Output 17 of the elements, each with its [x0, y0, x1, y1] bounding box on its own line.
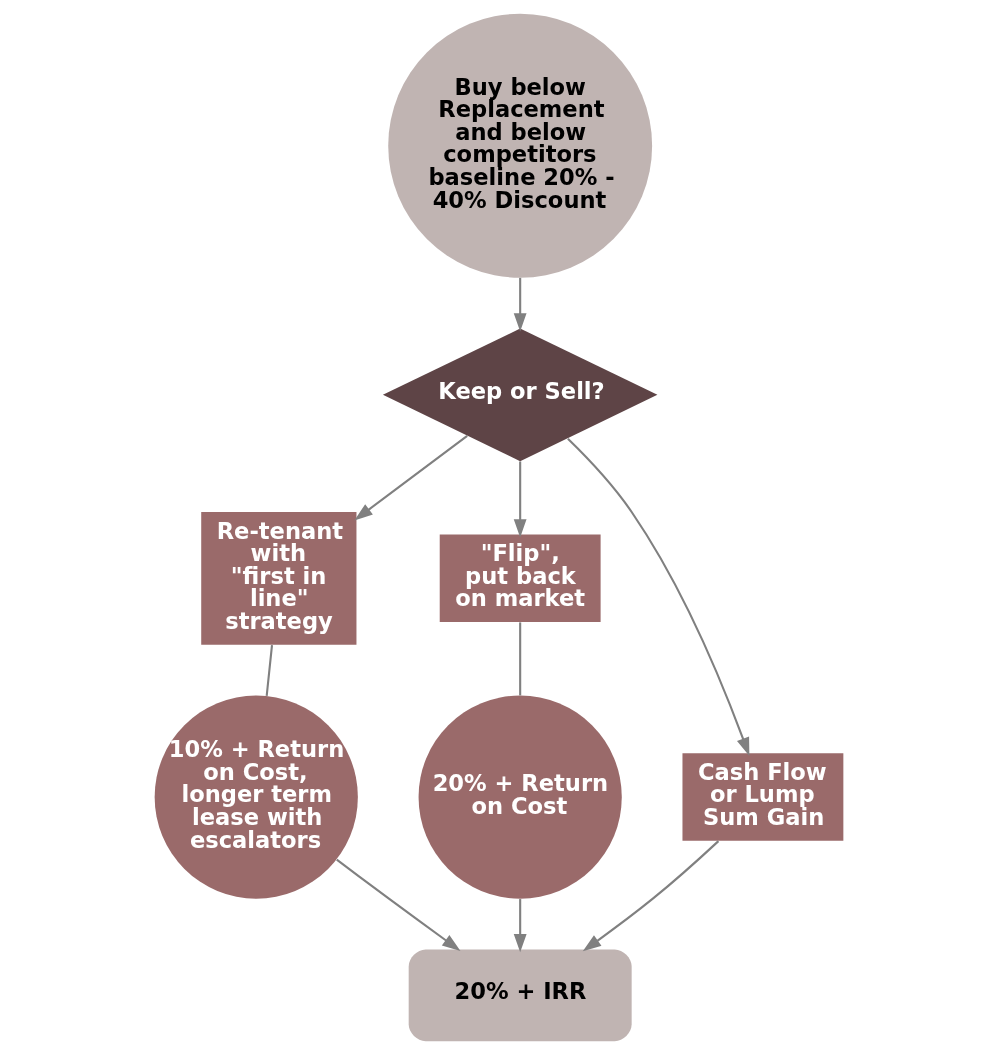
arrow: [335, 858, 460, 951]
arrow: [566, 438, 749, 756]
arrow: [513, 461, 527, 538]
arrow: [353, 435, 468, 521]
node-box: "Flip", put back on market: [439, 534, 601, 623]
arrow: [513, 277, 527, 332]
node-circle: 10% + Return on Cost, longer term lease with escalators: [154, 695, 358, 899]
connector: [265, 644, 273, 696]
node-circle: Buy below Replacement and below competitors baseline 20% - 40% Discount: [387, 13, 652, 278]
node-box: Cash Flow or Lump Sum Gain: [681, 753, 843, 841]
arrow: [513, 899, 527, 953]
connector: [518, 622, 521, 696]
arrow: [582, 840, 719, 952]
node-box: 20% + IRR: [408, 949, 632, 1042]
node-box: Re-tenant with "first in line" strategy: [200, 512, 356, 645]
node-diamond: Keep or Sell?: [382, 328, 657, 462]
node-circle: 20% + Return on Cost: [418, 695, 622, 899]
